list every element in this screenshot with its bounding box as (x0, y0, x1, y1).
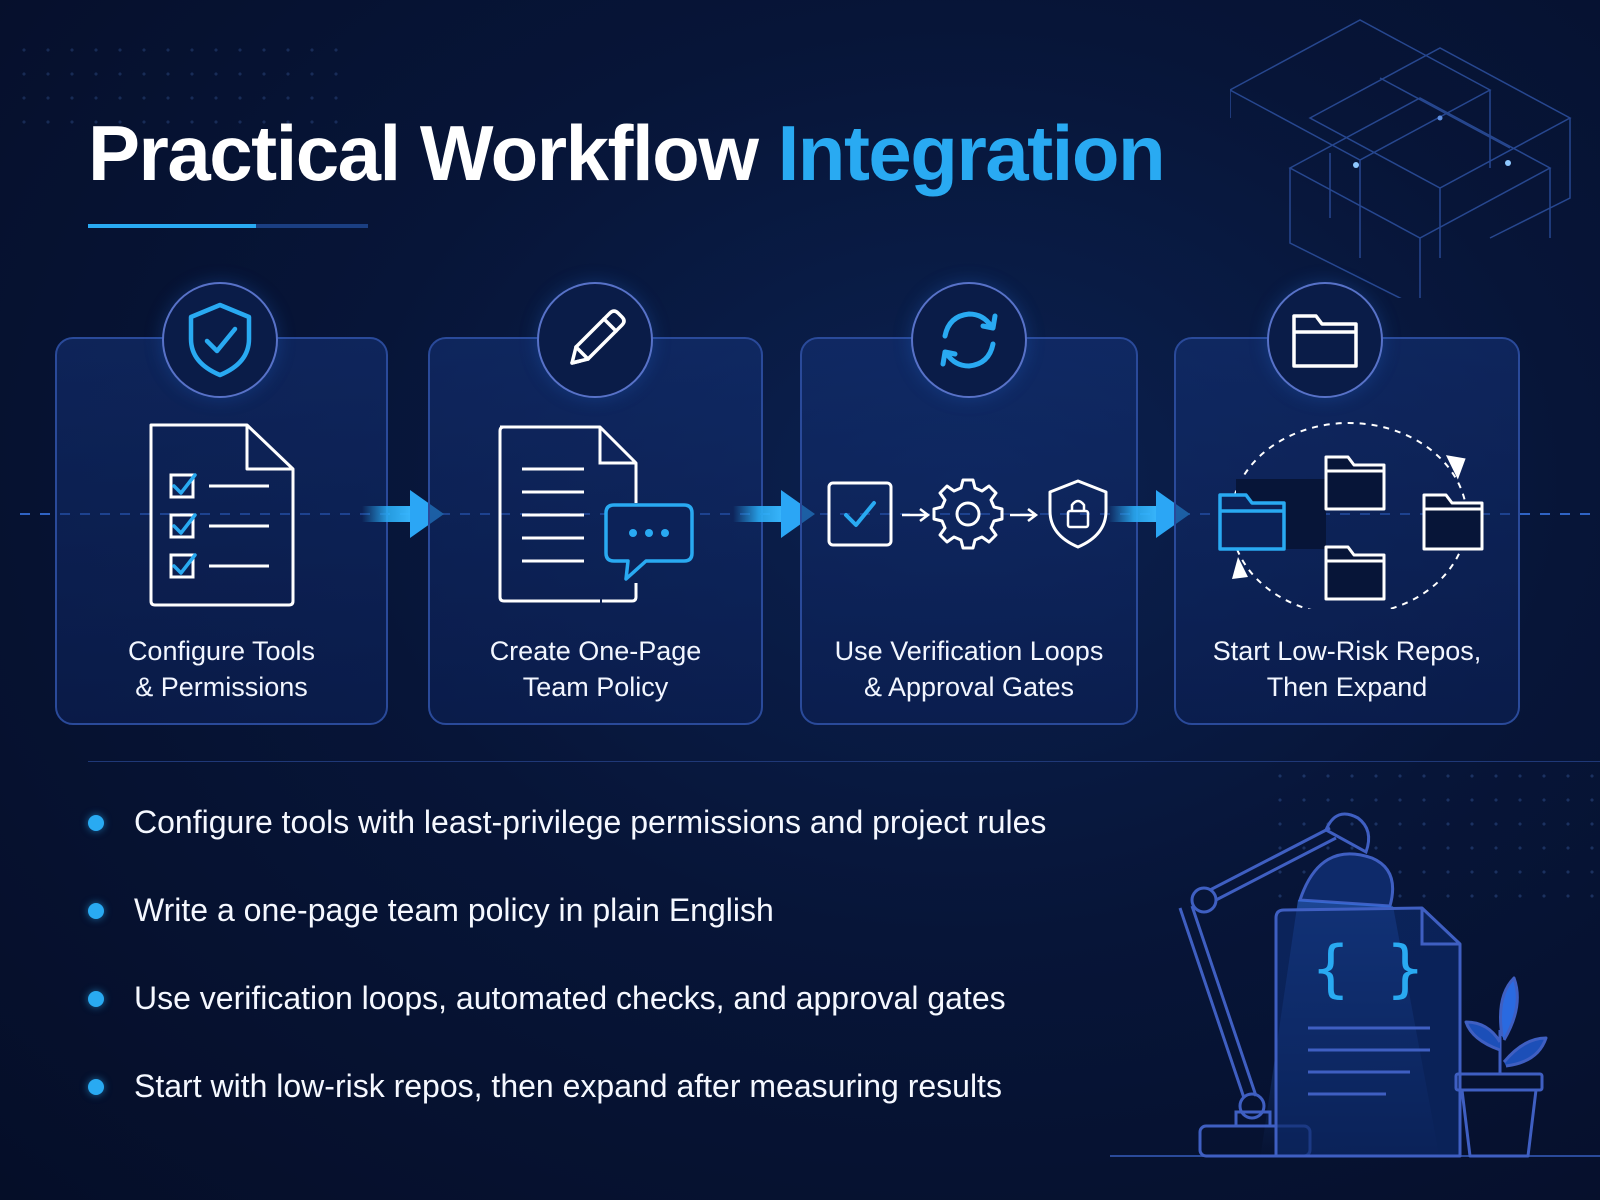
step-badge-4 (1267, 282, 1383, 398)
plant-pot-icon (1454, 976, 1548, 1158)
step-label-1: Configure Tools & Permissions (57, 633, 386, 705)
step-label-1-line1: Configure Tools (127, 636, 316, 666)
title-underline-accent (88, 224, 256, 228)
step-label-1-line2: & Permissions (135, 672, 308, 702)
shield-check-icon (188, 302, 252, 378)
pencil-icon (570, 309, 626, 365)
step-badge-3 (911, 282, 1027, 398)
bullet-item-3: Use verification loops, automated checks… (88, 980, 1006, 1017)
bullet-dot (88, 1078, 104, 1095)
desk-illustration: { } (1110, 812, 1600, 1160)
title-main: Practical Workflow (88, 109, 759, 197)
flow-arrow-2 (733, 490, 815, 538)
folder-cycle-icon (1218, 422, 1484, 609)
step-card-3: Use Verification Loops & Approval Gates (800, 337, 1138, 725)
code-braces-glyph: { } (1312, 932, 1424, 1005)
step-label-2-line1: Create One-Page (489, 636, 702, 666)
step-label-4-line1: Start Low-Risk Repos, (1212, 636, 1482, 666)
step-card-2: Create One-Page Team Policy (428, 337, 763, 725)
step-badge-2 (537, 282, 653, 398)
bullet-dot (88, 814, 104, 831)
section-divider (88, 761, 1600, 762)
step-label-3-line1: Use Verification Loops (834, 636, 1104, 666)
bullet-item-4: Start with low-risk repos, then expand a… (88, 1068, 1002, 1105)
flow-arrow-1 (362, 490, 444, 538)
step-card-4: Start Low-Risk Repos, Then Expand (1174, 337, 1520, 725)
page-title: Practical Workflow Integration (88, 108, 1166, 199)
step-label-3: Use Verification Loops & Approval Gates (802, 633, 1136, 705)
checklist-document-icon (149, 423, 295, 607)
isometric-cubes-icon (1230, 19, 1572, 298)
refresh-cycle-icon (940, 311, 998, 369)
folder-icon (1292, 314, 1358, 368)
bullet-text-1: Configure tools with least-privilege per… (134, 804, 1047, 840)
step-label-4-line2: Then Expand (1266, 672, 1428, 702)
step-label-2-line2: Team Policy (522, 672, 669, 702)
step-label-3-line2: & Approval Gates (863, 672, 1075, 702)
document-chat-icon (498, 425, 694, 603)
bullet-text-4: Start with low-risk repos, then expand a… (134, 1068, 1002, 1104)
code-document-icon: { } (1274, 906, 1462, 1158)
check-gear-lock-flow-icon (827, 478, 1108, 550)
bullet-dot (88, 902, 104, 919)
bullet-item-1: Configure tools with least-privilege per… (88, 804, 1046, 841)
title-underline (88, 224, 368, 228)
step-card-1: Configure Tools & Permissions (55, 337, 388, 725)
title-accent: Integration (777, 109, 1166, 197)
step-label-4: Start Low-Risk Repos, Then Expand (1176, 633, 1518, 705)
flow-arrow-3 (1108, 490, 1190, 538)
step-badge-1 (162, 282, 278, 398)
bullet-dot (88, 990, 104, 1007)
dot-pattern-top-left (12, 38, 352, 134)
bullet-text-3: Use verification loops, automated checks… (134, 980, 1006, 1016)
bullet-text-2: Write a one-page team policy in plain En… (134, 892, 774, 928)
step-label-2: Create One-Page Team Policy (430, 633, 761, 705)
bullet-item-2: Write a one-page team policy in plain En… (88, 892, 774, 929)
